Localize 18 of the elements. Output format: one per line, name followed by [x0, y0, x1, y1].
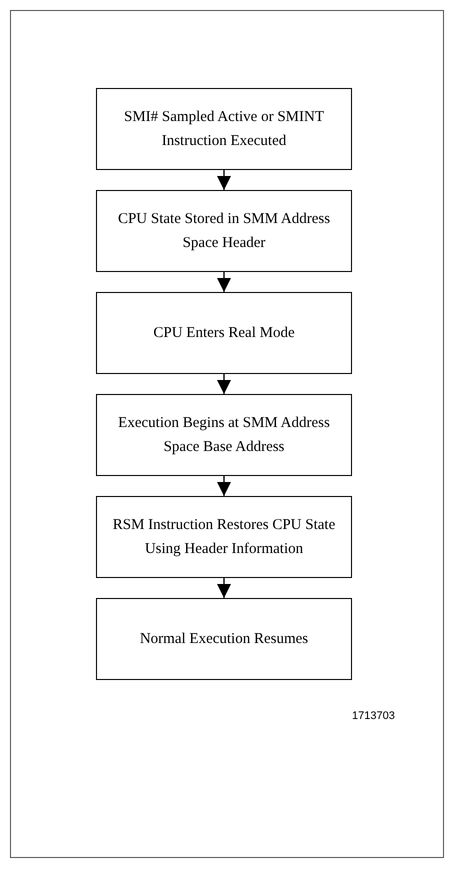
- process-box: [96, 190, 352, 272]
- process-box: [96, 496, 352, 578]
- process-box: [96, 394, 352, 476]
- arrow: [217, 374, 231, 394]
- process-box: [96, 292, 352, 374]
- box-text: SMI# Sampled Active or SMINT Instruction Executed: [123, 108, 325, 151]
- arrow: [217, 272, 231, 292]
- arrow: [217, 578, 231, 598]
- arrow: [217, 476, 231, 496]
- box-text: Normal Execution Resumes: [140, 630, 308, 649]
- box-text: CPU State Stored in SMM Address Space Header: [116, 210, 332, 253]
- box-text: CPU Enters Real Mode: [153, 324, 295, 343]
- process-box: [96, 88, 352, 170]
- figure-number: 1713703: [352, 709, 395, 724]
- box-text: RSM Instruction Restores CPU State Using Header Information: [112, 516, 336, 559]
- process-box: [96, 598, 352, 680]
- box-text: Execution Begins at SMM Address Space Base Address: [117, 414, 331, 457]
- arrow: [217, 170, 231, 190]
